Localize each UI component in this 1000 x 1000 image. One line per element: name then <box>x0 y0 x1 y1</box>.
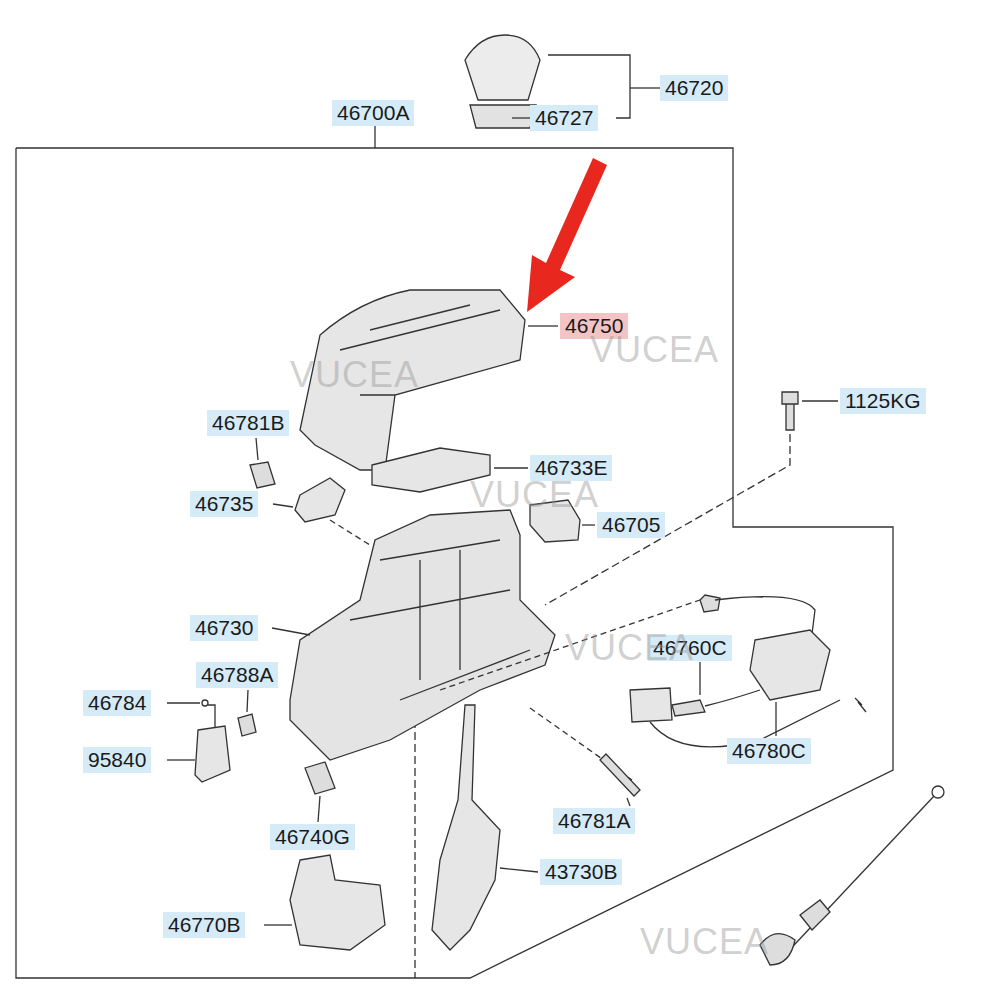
line-art <box>305 762 335 794</box>
callout-number: 46784 <box>83 690 151 716</box>
line-art <box>465 35 540 100</box>
line-art <box>290 510 555 760</box>
line-art <box>440 600 700 690</box>
callout-number: 46740G <box>270 824 355 850</box>
line-art <box>272 628 310 635</box>
callout-number: 46727 <box>530 105 598 131</box>
line-art <box>374 126 375 148</box>
callout-number: 43730B <box>540 859 622 885</box>
line-art <box>208 705 215 728</box>
callout-number: 46781A <box>553 808 635 834</box>
line-art <box>527 158 607 312</box>
line-art <box>600 754 640 796</box>
line-art <box>627 798 630 806</box>
callout-number: 46705 <box>597 512 665 538</box>
line-art <box>780 795 935 960</box>
line-art <box>238 714 256 736</box>
line-art <box>167 702 200 703</box>
line-art <box>699 662 700 695</box>
callout-number: 46770B <box>163 912 245 938</box>
line-art <box>350 540 530 700</box>
watermark: VUCEA <box>640 922 769 962</box>
callout-number: 46700A <box>332 100 414 126</box>
line-art <box>273 504 293 507</box>
line-art <box>202 700 208 706</box>
line-art <box>16 148 893 978</box>
callout-number: 46730 <box>190 615 258 641</box>
watermark: VUCEA <box>565 628 694 668</box>
line-art <box>750 630 830 700</box>
line-art <box>250 462 275 488</box>
line-art <box>167 759 195 760</box>
line-art <box>500 868 538 872</box>
callout-number: 95840 <box>83 747 151 773</box>
callout-number: 46781B <box>207 410 289 436</box>
callout-number: 46780C <box>727 738 811 764</box>
watermark: VUCEA <box>290 355 419 395</box>
line-art <box>195 726 230 782</box>
line-art <box>290 855 385 950</box>
line-art <box>802 400 838 401</box>
line-art <box>700 595 720 612</box>
line-art <box>318 796 320 822</box>
line-art <box>932 786 944 798</box>
line-art <box>470 105 536 128</box>
line-art <box>855 698 866 712</box>
line-art <box>432 705 500 950</box>
callout-number: 46788A <box>196 662 278 688</box>
line-art <box>512 117 530 118</box>
line-art <box>256 438 258 460</box>
line-art <box>630 688 672 722</box>
line-art <box>494 467 528 468</box>
line-art <box>782 392 798 430</box>
line-art <box>247 690 248 712</box>
line-art <box>330 520 370 545</box>
line-art <box>775 702 776 736</box>
line-art <box>800 900 830 930</box>
callout-number: 46720 <box>660 75 728 101</box>
line-art <box>672 700 705 716</box>
line-art <box>528 325 558 326</box>
callout-number: 1125KG <box>840 388 926 414</box>
line-art <box>295 478 345 522</box>
callout-number: 46735 <box>190 491 258 517</box>
line-art <box>264 924 292 925</box>
line-art <box>582 524 595 525</box>
watermark: VUCEA <box>470 475 599 515</box>
line-art <box>630 87 660 88</box>
watermark: VUCEA <box>590 330 719 370</box>
